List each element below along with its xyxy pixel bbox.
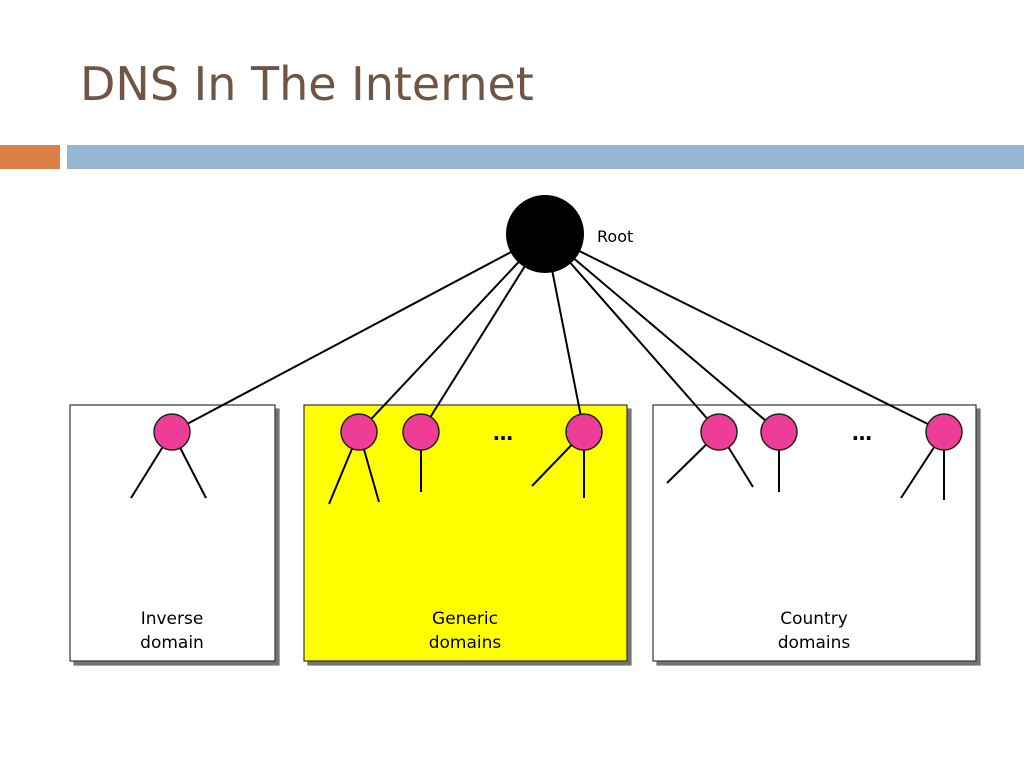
root-edges: [171, 233, 945, 433]
accent-bar-orange: [0, 145, 60, 169]
country-ellipsis: …: [852, 421, 872, 445]
country-domains-label-line2: domains: [778, 633, 851, 653]
edge-root-country-1: [544, 233, 720, 433]
generic-node-3: [565, 413, 603, 451]
root-label: Root: [597, 227, 633, 246]
generic-domains-label-line2: domains: [429, 633, 502, 653]
inverse-domain-label-line2: domain: [140, 633, 204, 653]
country-domains-box: [652, 404, 977, 662]
country-domains-label-line1: Country: [780, 609, 848, 629]
slide-title: DNS In The Internet: [80, 57, 534, 111]
country-node-3: [925, 413, 963, 451]
generic-domains-label-line1: Generic: [432, 609, 498, 629]
edge-root-inverse: [171, 233, 546, 433]
country-node-2: [760, 413, 798, 451]
edge-root-country-2: [544, 233, 780, 433]
generic-node-1: [340, 413, 378, 451]
inverse-domain-label-line1: Inverse: [141, 609, 204, 629]
accent-bar-blue: [67, 145, 1024, 169]
edge-root-generic-1: [358, 233, 546, 433]
country-node-1: [700, 413, 738, 451]
inverse-node: [153, 413, 191, 451]
generic-node-2: [402, 413, 440, 451]
root-node: [506, 195, 584, 273]
domain-nodes: [153, 413, 963, 451]
edge-root-country-3: [544, 233, 945, 433]
generic-ellipsis: …: [493, 421, 513, 445]
